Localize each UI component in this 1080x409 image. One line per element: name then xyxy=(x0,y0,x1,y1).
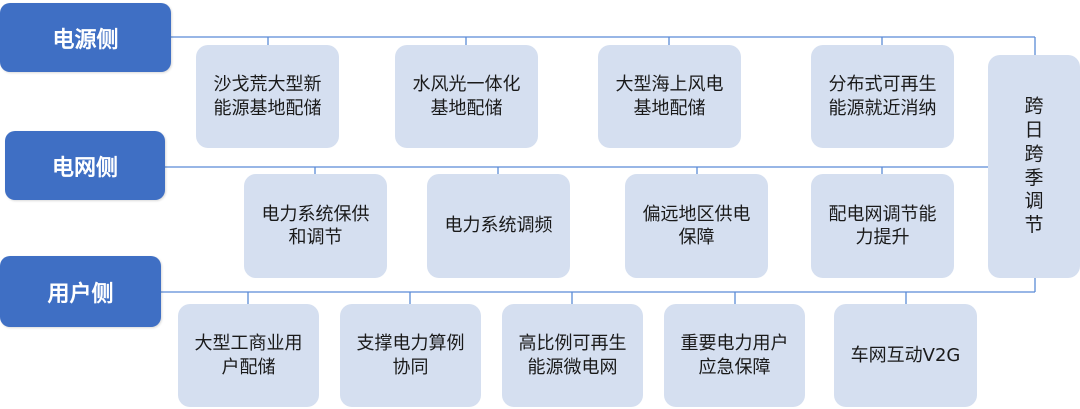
cross-day-season-regulation: 跨日跨季调节 xyxy=(988,55,1080,278)
user-item-v2g: 车网互动V2G xyxy=(834,304,977,407)
grid-item-distribution-network: 配电网调节能力提升 xyxy=(811,174,954,278)
section-supply-side: 电源侧 xyxy=(0,3,171,72)
section-user-side: 用户侧 xyxy=(0,256,161,327)
user-item-renewable-microgrid: 高比例可再生能源微电网 xyxy=(502,304,643,407)
user-item-emergency-backup: 重要电力用户应急保障 xyxy=(664,304,805,407)
supply-item-distributed-renewable: 分布式可再生能源就近消纳 xyxy=(811,45,954,148)
grid-item-supply-regulation: 电力系统保供和调节 xyxy=(244,174,387,278)
supply-item-desert-base-storage: 沙戈荒大型新能源基地配储 xyxy=(196,45,339,148)
grid-item-remote-area-supply: 偏远地区供电保障 xyxy=(625,174,768,278)
grid-item-frequency-regulation: 电力系统调频 xyxy=(427,174,570,278)
section-grid-side: 电网侧 xyxy=(5,131,165,200)
user-item-power-compute-synergy: 支撑电力算例协同 xyxy=(340,304,481,407)
user-item-commercial-storage: 大型工商业用户配储 xyxy=(178,304,319,407)
supply-item-hydro-wind-solar-storage: 水风光一体化基地配储 xyxy=(395,45,538,148)
supply-item-offshore-wind-storage: 大型海上风电基地配储 xyxy=(598,45,741,148)
